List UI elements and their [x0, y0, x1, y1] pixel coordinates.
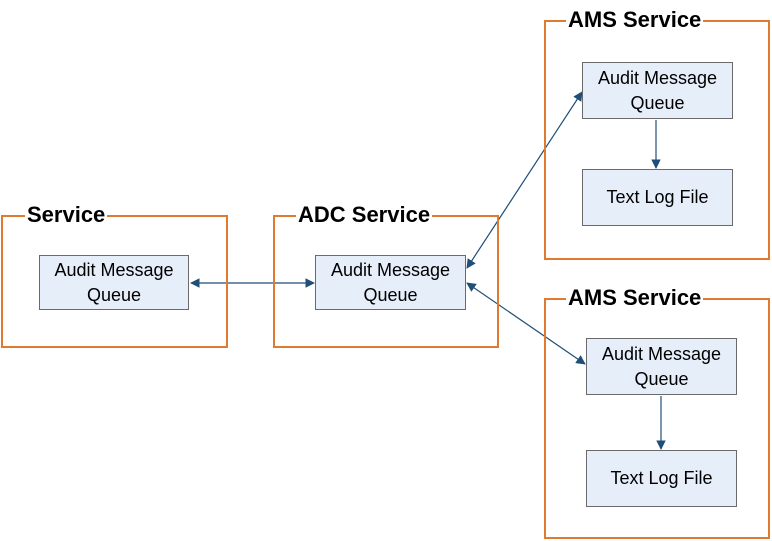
- node-adc-audit-message-queue: Audit Message Queue: [315, 255, 466, 310]
- group-ams-service-2: AMS Service: [544, 285, 770, 539]
- group-title-service: Service: [25, 202, 108, 228]
- edge-adc-to-ams2: [466, 282, 586, 365]
- node-service-audit-message-queue: Audit Message Queue: [39, 255, 189, 310]
- group-service: Service: [1, 202, 228, 348]
- group-title-adc-service: ADC Service: [296, 202, 433, 228]
- node-ams1-text-log-file: Text Log File: [582, 169, 733, 226]
- group-adc-service: ADC Service: [273, 202, 499, 348]
- group-ams-service-1: AMS Service: [544, 7, 770, 260]
- edge-adc-to-ams1: [466, 91, 583, 269]
- node-ams2-audit-message-queue: Audit Message Queue: [586, 338, 737, 395]
- node-ams2-text-log-file: Text Log File: [586, 450, 737, 507]
- node-ams1-audit-message-queue: Audit Message Queue: [582, 62, 733, 119]
- group-title-ams-service-1: AMS Service: [566, 7, 704, 33]
- group-title-ams-service-2: AMS Service: [566, 285, 704, 311]
